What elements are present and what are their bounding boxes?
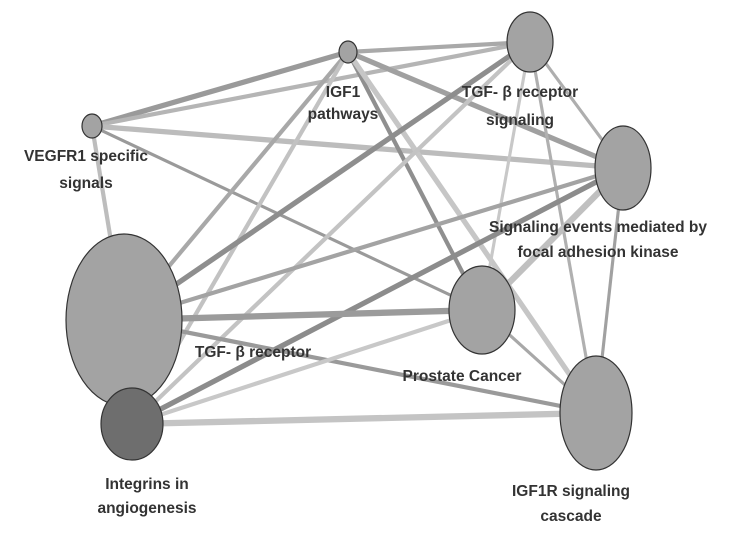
node-label-tgfb_receptor-line1: TGF- β receptor: [195, 344, 311, 361]
edge-tgfb_receptor-prostate: [123, 306, 483, 324]
edge-tgfb_signaling-tgfb_receptor: [122, 39, 532, 323]
node-label-integrins-line2: angiogenesis: [97, 500, 196, 517]
node-label-vegfr1-line2: signals: [59, 175, 112, 192]
node-label-tgfb_signaling-line1: TGF- β receptor: [462, 84, 578, 101]
edge-vegfr1-prostate: [91, 124, 483, 312]
edge-tgfb_receptor-igf1r: [123, 317, 597, 416]
node-layer: [65, 11, 652, 471]
edge-igf1-prostate: [346, 51, 484, 311]
node-igf1r[interactable]: [559, 355, 633, 471]
node-label-integrins-line1: Integrins in: [105, 476, 189, 493]
node-vegfr1[interactable]: [81, 113, 103, 139]
edge-igf1-igf1r: [345, 50, 599, 415]
edge-fak-integrins: [130, 165, 625, 427]
node-label-vegfr1-line1: VEGFR1 specific: [24, 148, 148, 165]
node-tgfb_signaling[interactable]: [506, 11, 554, 73]
node-label-tgfb_signaling-line2: signaling: [486, 112, 554, 129]
edge-integrins-igf1r: [131, 409, 597, 428]
edge-integrins-prostate: [131, 308, 483, 426]
edge-vegfr1-igf1: [91, 49, 349, 129]
node-integrins[interactable]: [100, 387, 164, 461]
node-label-igf1r-line2: cascade: [540, 508, 602, 525]
node-tgfb_receptor[interactable]: [65, 233, 183, 407]
edge-vegfr1-fak: [91, 123, 624, 171]
edge-igf1-tgfb_signaling: [347, 39, 531, 55]
node-label-igf1r-line1: IGF1R signaling: [512, 483, 630, 500]
edge-tgfb_signaling-prostate: [480, 41, 532, 311]
edge-vegfr1-tgfb_signaling: [91, 39, 531, 129]
node-label-fak-line1: Signaling events mediated by: [489, 219, 707, 236]
node-label-igf1-line2: pathways: [308, 106, 379, 123]
edge-fak-tgfb_receptor: [123, 165, 624, 323]
edge-igf1-fak: [346, 49, 625, 171]
node-label-prostate-line1: Prostate Cancer: [403, 368, 522, 385]
node-label-fak-line2: focal adhesion kinase: [517, 244, 678, 261]
node-label-igf1-line1: IGF1: [326, 84, 361, 101]
node-fak[interactable]: [594, 125, 652, 211]
node-prostate[interactable]: [448, 265, 516, 355]
edge-tgfb_signaling-integrins: [130, 40, 532, 426]
node-igf1[interactable]: [338, 40, 358, 64]
